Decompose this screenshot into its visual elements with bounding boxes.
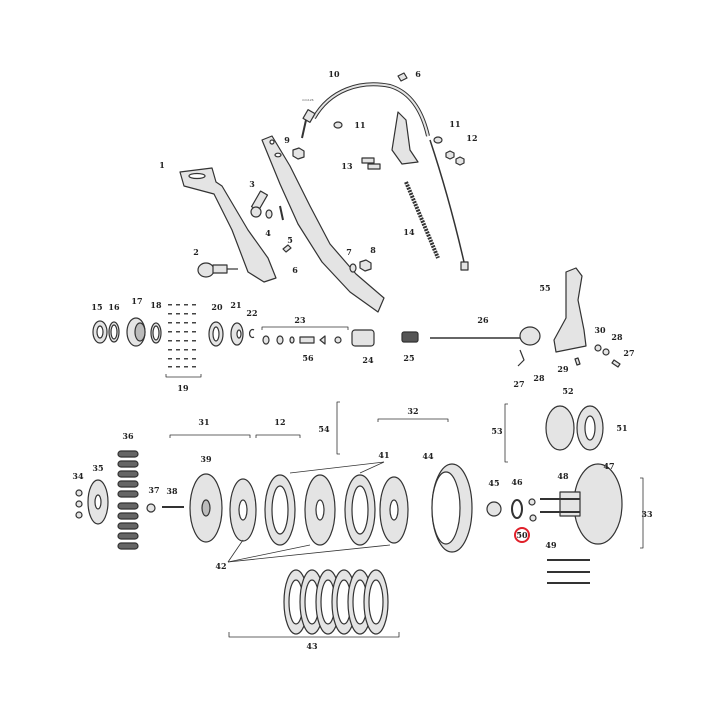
part-callout: 30 [594, 325, 606, 335]
part-callout: 33 [641, 509, 653, 519]
part-callout: 43 [306, 641, 318, 651]
screw-part [279, 205, 284, 221]
part-callout: 44 [422, 451, 434, 461]
part-callout: 5 [287, 235, 293, 245]
part-callout: 9 [284, 135, 290, 145]
part-callout: 23 [294, 315, 306, 325]
cable-housing-part [312, 82, 430, 137]
bolt-part [361, 157, 375, 164]
release-lever-part [553, 267, 587, 353]
lever-hub-part [519, 326, 541, 346]
part-callout: 19 [177, 383, 189, 393]
nut-part [433, 136, 443, 144]
part-callout: 26 [477, 315, 489, 325]
part-callout: 20 [211, 302, 223, 312]
bolt-part [367, 163, 381, 170]
part-callout: 45 [488, 478, 500, 488]
part-callout: 54 [318, 424, 330, 434]
part-callout: 28 [611, 332, 623, 342]
part-callout: 6 [415, 69, 421, 79]
part-callout: 34 [72, 471, 84, 481]
part-callout: 36 [122, 431, 134, 441]
part-callout: 11 [449, 119, 461, 129]
highlighted-part-callout: 50 [514, 527, 530, 543]
nut-part [333, 121, 343, 129]
reference-code: mm126 [302, 98, 314, 102]
part-callout: 7 [346, 247, 352, 257]
roller-cage-part [545, 405, 575, 451]
fitting-part [282, 244, 292, 253]
cable-end-part [460, 261, 469, 271]
part-callout: 21 [230, 300, 242, 310]
friction-plate-stack-part [283, 569, 389, 635]
brake-pedal-part [179, 167, 277, 283]
part-callout: 52 [562, 386, 574, 396]
part-callout: 27 [513, 379, 525, 389]
part-callout: 22 [246, 308, 258, 318]
part-callout: 35 [92, 463, 104, 473]
part-callout: 51 [616, 423, 628, 433]
part-callout: 29 [557, 364, 569, 374]
part-callout: 4 [265, 228, 271, 238]
roller-grid-part [168, 304, 196, 368]
nut-part [292, 147, 305, 160]
part-callout: 55 [539, 283, 551, 293]
part-callout: 18 [150, 300, 162, 310]
washer-part [349, 263, 357, 273]
bracket-arm-part [261, 135, 385, 313]
nut-part [359, 259, 372, 272]
part-callout: 56 [302, 353, 314, 363]
clutch-hub-part [573, 463, 623, 545]
gear-part [351, 329, 375, 347]
rod-end-part [250, 206, 262, 218]
part-callout: 42 [215, 561, 227, 571]
part-callout: 12 [274, 417, 286, 427]
part-callout: 16 [108, 302, 120, 312]
part-callout: 28 [533, 373, 545, 383]
part-callout: 10 [328, 69, 340, 79]
part-callout: 11 [354, 120, 366, 130]
part-callout: 1 [159, 160, 165, 170]
part-callout: 49 [545, 540, 557, 550]
nut-part [265, 209, 273, 219]
part-callout: 25 [403, 353, 415, 363]
part-callout: 2 [193, 247, 199, 257]
clutch-springs-part [117, 450, 139, 550]
part-callout: 24 [362, 355, 374, 365]
part-callout: 38 [166, 486, 178, 496]
part-callout: 46 [511, 477, 523, 487]
part-callout: 53 [491, 426, 503, 436]
part-callout: 48 [557, 471, 569, 481]
part-callout: 31 [198, 417, 210, 427]
inner-cable-part [429, 139, 465, 263]
bearing-row [92, 317, 255, 347]
pedal-pad-part [197, 262, 238, 278]
part-callout: 3 [249, 179, 255, 189]
bushing-part [401, 331, 419, 343]
part-callout: 39 [200, 454, 212, 464]
part-callout: 15 [91, 302, 103, 312]
part-callout: 37 [148, 485, 160, 495]
part-callout: 27 [623, 348, 635, 358]
part-callout: 17 [131, 296, 143, 306]
part-callout: 13 [341, 161, 353, 171]
part-callout: 14 [403, 227, 415, 237]
mount-bracket-part [391, 111, 419, 165]
grease-fitting-part [397, 72, 408, 82]
key-part [528, 498, 536, 506]
part-callout: 47 [603, 461, 615, 471]
spring-part [404, 181, 440, 259]
part-callout: 6 [292, 265, 298, 275]
part-callout: 41 [378, 450, 390, 460]
part-callout: 12 [466, 133, 478, 143]
hub-nut-part [486, 501, 502, 517]
pushrod-parts-group [262, 335, 342, 345]
part-callout: 8 [370, 245, 376, 255]
part-callout: 32 [407, 406, 419, 416]
